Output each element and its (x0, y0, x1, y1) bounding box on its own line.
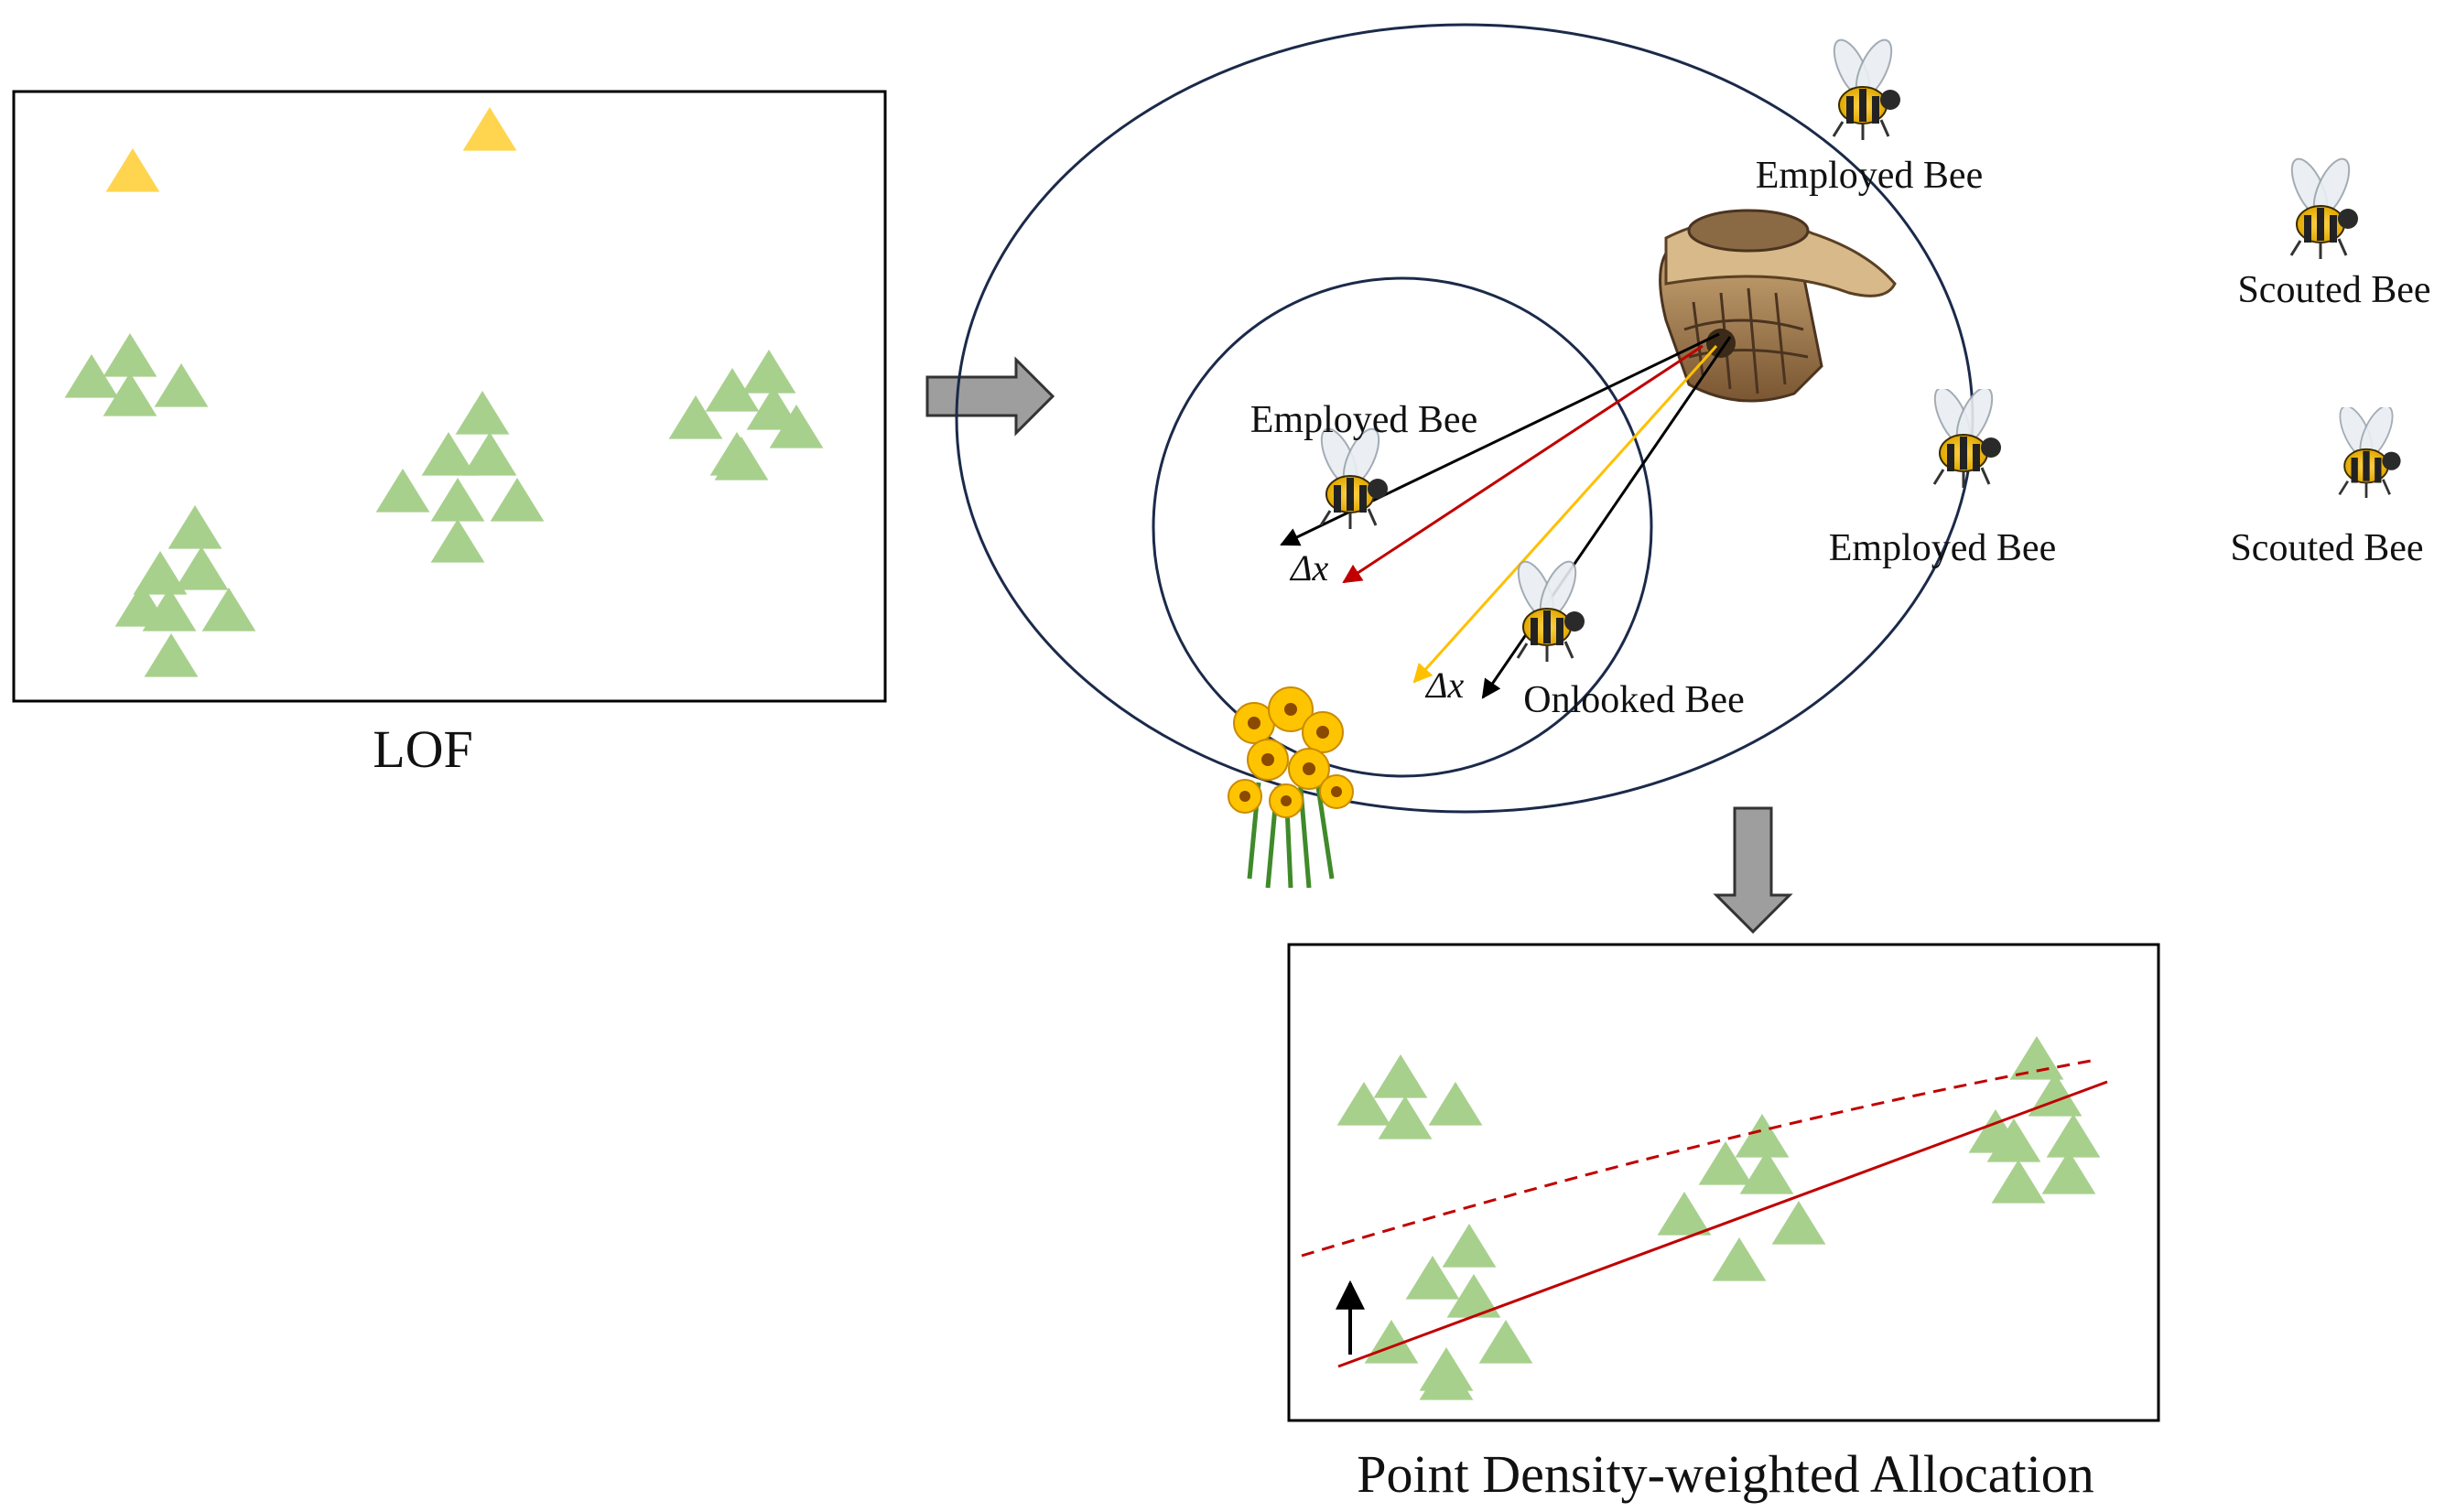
employed-bee-top-label: Employed Bee (1756, 155, 1983, 197)
cluster-point (1428, 1082, 1483, 1126)
cluster-point (668, 395, 723, 439)
cluster-point (462, 432, 517, 476)
allocation-panel: Point Density-weighted Allocation (1287, 943, 2160, 1504)
delta-x-label-2: Δx (1424, 664, 1464, 706)
lof-frame (12, 90, 887, 703)
cluster-point (2041, 1150, 2096, 1194)
scouted-bee-2-label: Scouted Bee (2230, 527, 2423, 569)
employed-bee-left-label: Employed Bee (1250, 399, 1477, 441)
cluster-point (421, 432, 476, 476)
cluster-point (705, 368, 760, 412)
cluster-point (1373, 1054, 1428, 1098)
cluster-point (114, 583, 169, 627)
regression-line (1337, 1080, 2108, 1368)
right-flow-arrow (925, 356, 1055, 437)
cluster-point (168, 505, 222, 549)
cluster-point (174, 546, 229, 590)
bee-icon (2283, 156, 2360, 261)
cluster-point (1419, 1356, 1474, 1400)
beehive-icon (1659, 209, 1897, 403)
abc-panel: Employed Bee Employed Bee Employed Bee O… (955, 23, 2431, 889)
cluster-point (1442, 1224, 1497, 1268)
cluster-point (1739, 1150, 1794, 1194)
lof-caption: LOF (373, 719, 473, 779)
bee-icon (1825, 37, 1902, 142)
cluster-point (430, 478, 485, 522)
cluster-point (103, 333, 157, 377)
cluster-point (103, 373, 157, 416)
down-flow-arrow (1713, 806, 1793, 934)
allocation-caption: Point Density-weighted Allocation (1357, 1444, 2093, 1504)
search-vectors (1280, 332, 1732, 699)
cluster-point (1446, 1274, 1501, 1318)
allocation-frame (1287, 943, 2160, 1422)
cluster-point (741, 350, 796, 394)
allocation-points (1336, 1036, 2101, 1400)
cluster-point (746, 386, 801, 430)
cluster-point (133, 551, 188, 595)
cluster-point (1986, 1118, 2041, 1162)
cluster-point (1712, 1237, 1767, 1281)
cluster-point (490, 478, 545, 522)
cluster-point (1378, 1096, 1433, 1139)
cluster-point (1336, 1082, 1391, 1126)
cluster-point (154, 363, 209, 407)
cluster-point (2046, 1114, 2101, 1158)
food-source-circle (1152, 276, 1653, 778)
vector-black-2 (1481, 336, 1732, 699)
cluster-point (1657, 1192, 1712, 1236)
cluster-point (714, 437, 769, 481)
flower-icon (1228, 686, 1354, 889)
cluster-point (144, 633, 199, 677)
cluster-point (201, 588, 256, 632)
regression-dashed-line (1301, 1058, 2097, 1258)
employed-bee-right-label: Employed Bee (1829, 527, 2056, 569)
cluster-point (455, 391, 510, 435)
lof-points (64, 107, 824, 677)
bee-icon (1509, 558, 1586, 664)
bee-icon (2331, 407, 2402, 500)
cluster-point (769, 405, 824, 448)
outlier-point (462, 107, 517, 151)
outlier-point (105, 148, 160, 192)
cluster-point (430, 519, 485, 563)
vector-orange (1412, 344, 1718, 684)
bee-icon (1926, 389, 2003, 490)
cluster-point (1991, 1160, 2046, 1204)
cluster-point (1771, 1201, 1826, 1245)
delta-x-label-1: Δx (1289, 547, 1328, 589)
lof-panel: LOF (12, 90, 887, 779)
scouted-bee-1-label: Scouted Bee (2237, 269, 2430, 311)
cluster-point (1735, 1114, 1790, 1158)
cluster-point (64, 354, 119, 398)
cluster-point (1364, 1320, 1419, 1364)
cluster-point (1405, 1256, 1460, 1300)
cluster-point (2009, 1036, 2064, 1080)
cluster-point (1698, 1141, 1753, 1185)
vector-red (1342, 344, 1704, 584)
cluster-point (375, 469, 430, 513)
cluster-point (1478, 1320, 1533, 1364)
onlooked-bee-label: Onlooked Bee (1523, 679, 1744, 721)
